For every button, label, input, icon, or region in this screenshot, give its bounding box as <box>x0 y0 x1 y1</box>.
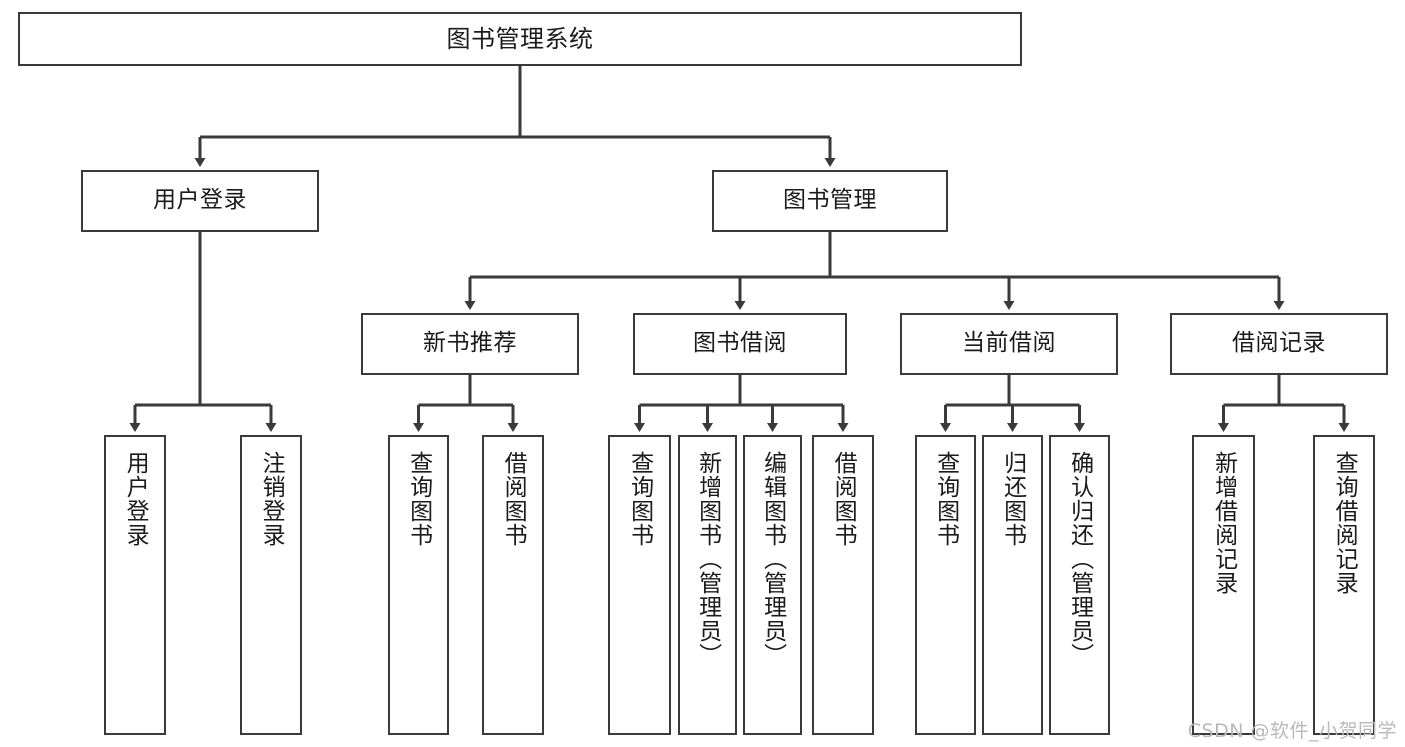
node-leaf-add-record-label: 新增借阅记录 <box>1210 451 1237 595</box>
node-leaf-query-book-2-label: 查询图书 <box>626 451 653 547</box>
node-leaf-user-login-label: 用户登录 <box>122 451 149 547</box>
node-user-login-label: 用户登录 <box>153 187 247 214</box>
node-leaf-query-book-1[interactable]: 查询图书 <box>388 435 449 735</box>
node-leaf-confirm-return-label: 确认归还（管理员） <box>1066 451 1093 667</box>
node-book-borrow[interactable]: 图书借阅 <box>633 313 847 375</box>
node-user-login[interactable]: 用户登录 <box>81 170 319 232</box>
node-book-manage[interactable]: 图书管理 <box>712 170 948 232</box>
node-leaf-query-record[interactable]: 查询借阅记录 <box>1313 435 1375 735</box>
node-leaf-borrow-book-1-label: 借阅图书 <box>500 451 527 547</box>
node-root-label: 图书管理系统 <box>446 24 594 53</box>
node-leaf-add-book-label: 新增图书（管理员） <box>694 451 721 667</box>
node-borrow-record[interactable]: 借阅记录 <box>1170 313 1388 375</box>
node-leaf-add-record[interactable]: 新增借阅记录 <box>1192 435 1255 735</box>
node-new-book-recommend-label: 新书推荐 <box>423 330 517 357</box>
node-book-borrow-label: 图书借阅 <box>693 330 787 357</box>
node-leaf-edit-book-label: 编辑图书（管理员） <box>759 451 786 667</box>
node-book-manage-label: 图书管理 <box>783 187 877 214</box>
node-leaf-edit-book[interactable]: 编辑图书（管理员） <box>743 435 802 735</box>
node-leaf-add-book[interactable]: 新增图书（管理员） <box>678 435 737 735</box>
node-leaf-return-book[interactable]: 归还图书 <box>982 435 1043 735</box>
node-leaf-query-book-3[interactable]: 查询图书 <box>915 435 976 735</box>
node-leaf-logout-label: 注销登录 <box>258 451 285 547</box>
node-leaf-query-book-1-label: 查询图书 <box>405 451 432 547</box>
watermark: CSDN @软件_小贺同学 <box>1187 720 1397 742</box>
node-leaf-user-login[interactable]: 用户登录 <box>104 435 166 735</box>
node-new-book-recommend[interactable]: 新书推荐 <box>361 313 579 375</box>
node-leaf-return-book-label: 归还图书 <box>999 451 1026 547</box>
node-root[interactable]: 图书管理系统 <box>18 12 1022 66</box>
node-leaf-logout[interactable]: 注销登录 <box>240 435 302 735</box>
node-leaf-query-book-2[interactable]: 查询图书 <box>608 435 671 735</box>
node-current-borrow[interactable]: 当前借阅 <box>900 313 1118 375</box>
node-leaf-query-book-3-label: 查询图书 <box>932 451 959 547</box>
node-borrow-record-label: 借阅记录 <box>1232 330 1326 357</box>
node-leaf-borrow-book-2[interactable]: 借阅图书 <box>812 435 874 735</box>
node-leaf-borrow-book-2-label: 借阅图书 <box>830 451 857 547</box>
node-current-borrow-label: 当前借阅 <box>962 330 1056 357</box>
node-leaf-query-record-label: 查询借阅记录 <box>1331 451 1358 595</box>
node-leaf-confirm-return[interactable]: 确认归还（管理员） <box>1049 435 1110 735</box>
node-leaf-borrow-book-1[interactable]: 借阅图书 <box>482 435 544 735</box>
